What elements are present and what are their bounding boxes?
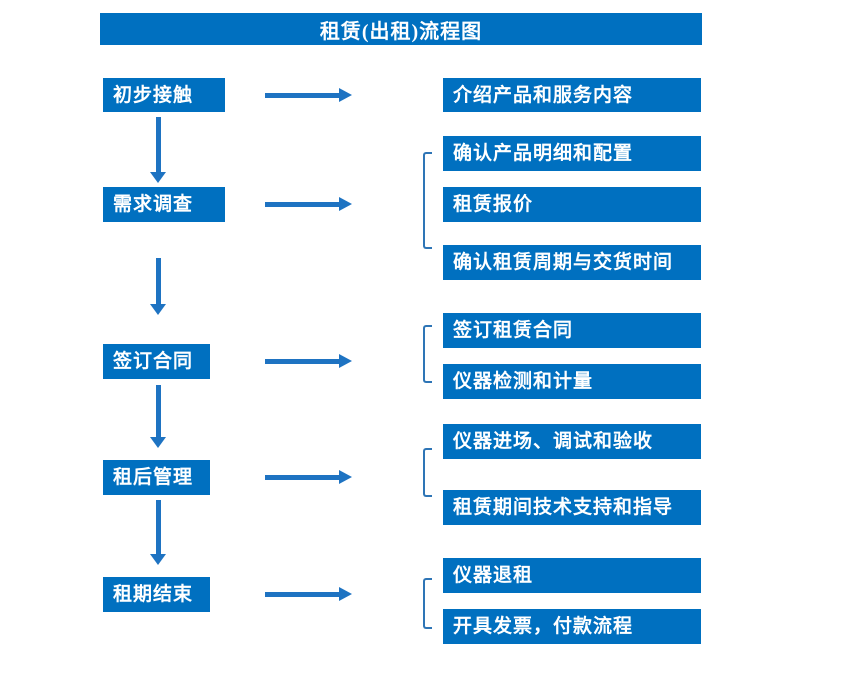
group-bracket-icon (423, 152, 432, 249)
right-arrow-icon (265, 354, 352, 368)
detail-box-sign-rental-contract: 签订租赁合同 (443, 313, 701, 348)
detail-box-introduce-products: 介绍产品和服务内容 (443, 78, 701, 112)
right-arrow-icon (265, 587, 352, 601)
step-box-post-rental-management: 租后管理 (103, 460, 210, 495)
detail-box-technical-support: 租赁期间技术支持和指导 (443, 490, 701, 525)
detail-box-confirm-product-details: 确认产品明细和配置 (443, 136, 701, 171)
detail-box-instrument-setup: 仪器进场、调试和验收 (443, 424, 701, 459)
flowchart-title: 租赁(出租)流程图 (100, 13, 702, 45)
right-arrow-icon (265, 470, 352, 484)
detail-box-instrument-inspection: 仪器检测和计量 (443, 364, 701, 399)
step-box-sign-contract: 签订合同 (103, 344, 210, 379)
detail-box-instrument-return: 仪器退租 (443, 558, 701, 593)
group-bracket-icon (423, 325, 432, 383)
group-bracket-icon (423, 578, 432, 629)
step-box-rental-end: 租期结束 (103, 577, 210, 612)
down-arrow-icon (150, 385, 166, 448)
down-arrow-icon (150, 500, 166, 565)
right-arrow-icon (265, 197, 352, 211)
group-bracket-icon (423, 448, 432, 497)
down-arrow-icon (150, 117, 166, 183)
detail-box-invoice-payment: 开具发票，付款流程 (443, 609, 701, 644)
detail-box-confirm-rental-period: 确认租赁周期与交货时间 (443, 245, 701, 280)
step-box-initial-contact: 初步接触 (103, 78, 225, 112)
detail-box-rental-quote: 租赁报价 (443, 187, 701, 222)
right-arrow-icon (265, 88, 352, 102)
down-arrow-icon (150, 258, 166, 315)
step-box-demand-survey: 需求调查 (103, 187, 225, 222)
